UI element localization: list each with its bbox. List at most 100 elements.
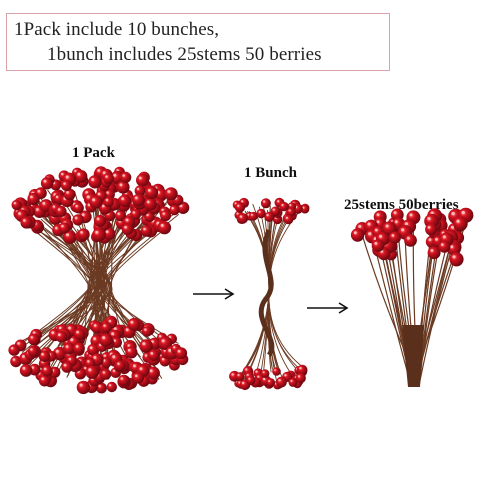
berry-highlight <box>385 224 389 228</box>
berry-highlight <box>52 205 56 208</box>
berry-highlight <box>127 344 130 347</box>
berry-highlight <box>91 178 95 181</box>
berry-highlight <box>428 238 432 241</box>
berry-highlight <box>103 324 106 327</box>
berry-highlight <box>158 335 162 338</box>
berry <box>100 368 112 380</box>
berry-highlight <box>105 198 109 202</box>
berry-highlight <box>149 369 153 373</box>
berry-highlight <box>241 200 244 203</box>
berry-highlight <box>151 340 154 343</box>
berry <box>118 374 130 386</box>
berry <box>146 366 160 380</box>
berry <box>118 194 132 208</box>
berry-highlight <box>146 200 150 204</box>
berry <box>371 239 385 252</box>
pack-illustration <box>8 166 190 395</box>
berry <box>55 330 68 343</box>
berry <box>106 381 118 393</box>
berry <box>157 221 172 235</box>
berry-highlight <box>257 375 260 378</box>
berry <box>40 177 54 190</box>
berry-highlight <box>406 236 410 240</box>
berry-highlight <box>70 338 74 342</box>
berry-highlight <box>146 213 149 217</box>
berry-highlight <box>79 383 83 387</box>
berry-highlight <box>246 373 249 376</box>
berry-highlight <box>12 358 16 361</box>
berry-highlight <box>117 212 120 215</box>
berry-highlight <box>143 227 146 231</box>
berry-highlight <box>120 377 123 380</box>
berry-highlight <box>93 356 97 359</box>
berry-highlight <box>144 354 148 357</box>
bunch-illustration <box>229 197 310 391</box>
berry-highlight <box>61 224 64 228</box>
label-bunch: 1 Bunch <box>244 165 297 181</box>
berry-highlight <box>87 360 90 363</box>
berry-highlight <box>22 366 26 370</box>
berry-highlight <box>376 220 380 224</box>
berry-highlight <box>290 379 293 382</box>
berry-highlight <box>374 228 378 232</box>
berry-highlight <box>41 352 44 356</box>
berry-highlight <box>125 328 129 332</box>
berry-highlight <box>84 366 87 370</box>
berry <box>148 349 160 361</box>
berry <box>101 322 112 333</box>
berry <box>160 210 172 222</box>
berry-highlight <box>132 211 135 214</box>
berry <box>136 173 149 187</box>
bunch-stems <box>236 203 305 384</box>
berry-highlight <box>404 222 408 226</box>
berry-highlight <box>263 200 266 203</box>
berry-highlight <box>97 169 101 172</box>
berry-highlight <box>113 339 116 342</box>
berry <box>132 372 145 384</box>
berry-highlight <box>122 174 125 177</box>
berry-highlight <box>171 207 174 210</box>
berry-highlight <box>258 210 261 213</box>
berry-highlight <box>65 233 69 237</box>
berry-highlight <box>77 172 81 176</box>
berry-highlight <box>379 234 382 238</box>
label-stems: 25stems 50berries <box>344 197 459 213</box>
berry-highlight <box>102 171 106 175</box>
berry-highlight <box>427 226 431 229</box>
berry-highlight <box>54 226 58 230</box>
berry <box>130 208 142 220</box>
berry <box>260 369 270 378</box>
berry-highlight <box>442 235 446 239</box>
berry-highlight <box>96 217 100 221</box>
berry <box>19 364 33 377</box>
berry-highlight <box>127 348 131 352</box>
berry-highlight <box>134 374 138 378</box>
berry <box>72 214 84 226</box>
berry <box>63 342 76 355</box>
berry-highlight <box>85 191 88 194</box>
berry-highlight <box>161 339 165 343</box>
berry-highlight <box>124 225 127 229</box>
berry-highlight <box>35 208 39 211</box>
berry-highlight <box>102 371 106 374</box>
berry-highlight <box>18 212 21 215</box>
berry-highlight <box>102 336 106 340</box>
berry <box>144 197 157 211</box>
berry-highlight <box>297 375 301 378</box>
berry <box>256 208 266 219</box>
berry-highlight <box>93 337 96 341</box>
berry-highlight <box>37 189 41 193</box>
berry <box>114 360 126 371</box>
stems-illustration <box>350 207 474 387</box>
berry-highlight <box>42 201 46 205</box>
berry-highlight <box>250 213 253 216</box>
berry-highlight <box>108 319 112 323</box>
berry-highlight <box>58 333 61 336</box>
stem <box>268 289 294 378</box>
berry-highlight <box>266 213 269 217</box>
berry <box>235 372 245 381</box>
berry <box>85 365 99 379</box>
berry-highlight <box>450 225 454 229</box>
berry <box>425 223 438 236</box>
berry-highlight <box>302 206 305 209</box>
